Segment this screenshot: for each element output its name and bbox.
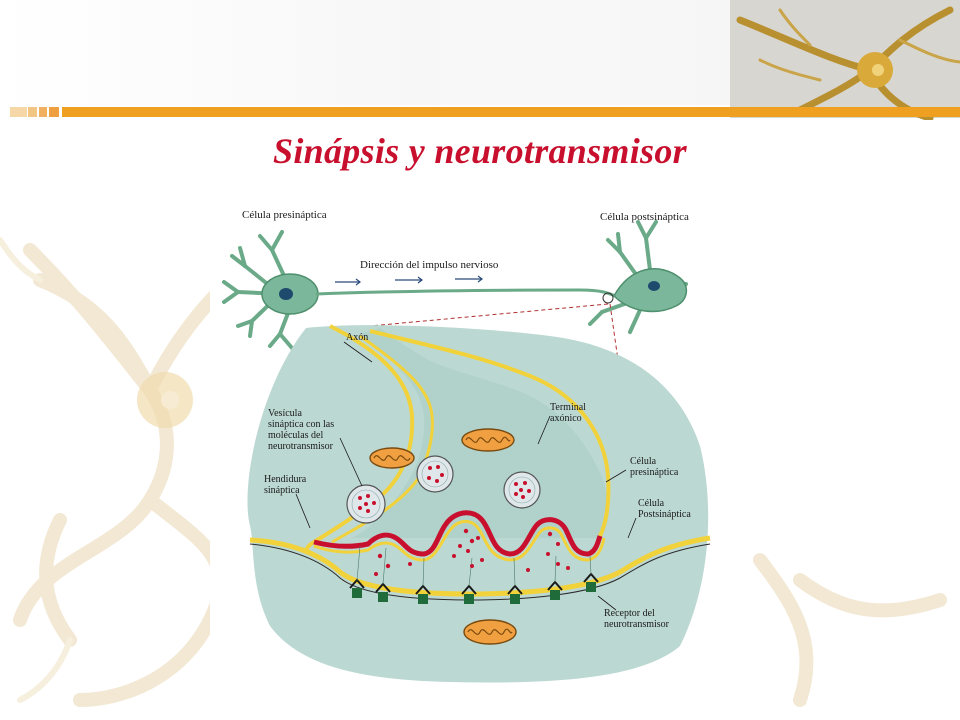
synapse-diagram: Célula presináptica Célula postsináptica… [210, 186, 722, 688]
synapse-diagram-svg: Célula presináptica Célula postsináptica… [222, 209, 711, 683]
label-receptor-1: Receptor del [604, 608, 655, 619]
label-vesicle-4: neurotransmisor [268, 441, 334, 452]
label-impulse-direction: Dirección del impulso nervioso [360, 259, 499, 271]
label-cleft-1: Hendidura [264, 474, 307, 485]
mitochondrion-icon [369, 447, 415, 469]
mitochondrion-icon [461, 428, 515, 452]
header-band [0, 0, 960, 120]
label-vesicle-3: moléculas del [268, 430, 323, 441]
slide-title: Sinápsis y neurotransmisor [273, 131, 687, 171]
vesicle-icon [503, 471, 541, 509]
label-vesicle-1: Vesícula [268, 408, 302, 419]
impulse-arrows [335, 275, 483, 286]
label-postsyn-1: Célula [638, 498, 665, 509]
stripe-block-4 [49, 107, 59, 117]
postsynaptic-neuron-icon [588, 220, 688, 334]
label-postsynaptic-cell: Célula postsináptica [600, 211, 689, 223]
vesicle-icon [346, 484, 386, 524]
stripe-block-3 [39, 107, 47, 117]
mitochondria [369, 428, 517, 645]
active-zone-membrane [313, 510, 603, 557]
stripe-block-1 [10, 107, 27, 117]
label-postsyn-2: Postsináptica [638, 509, 691, 520]
synaptic-vesicles [346, 455, 541, 524]
mitochondrion-icon [463, 619, 517, 645]
label-presynaptic-cell: Célula presináptica [242, 209, 327, 221]
neuron-schematic [222, 220, 688, 445]
stripe-block-2 [28, 107, 37, 117]
axon-membrane-right [369, 329, 611, 537]
label-receptor-2: neurotransmisor [604, 619, 670, 630]
label-terminal-1: Terminal [550, 402, 586, 413]
label-cleft-2: sináptica [264, 485, 300, 496]
presynaptic-neuron-icon [222, 230, 319, 350]
axon-line [315, 288, 621, 300]
label-presyn-1: Célula [630, 456, 657, 467]
vesicle-icon [416, 455, 454, 493]
label-terminal-2: axónico [550, 413, 582, 424]
header-neuron-photo [730, 0, 960, 120]
label-vesicle-2: sináptica con las [268, 419, 334, 430]
label-presyn-2: presináptica [630, 467, 679, 478]
neurotransmitter-particles [374, 528, 570, 576]
header-orange-stripe [62, 107, 960, 117]
label-axon: Axón [346, 332, 368, 343]
